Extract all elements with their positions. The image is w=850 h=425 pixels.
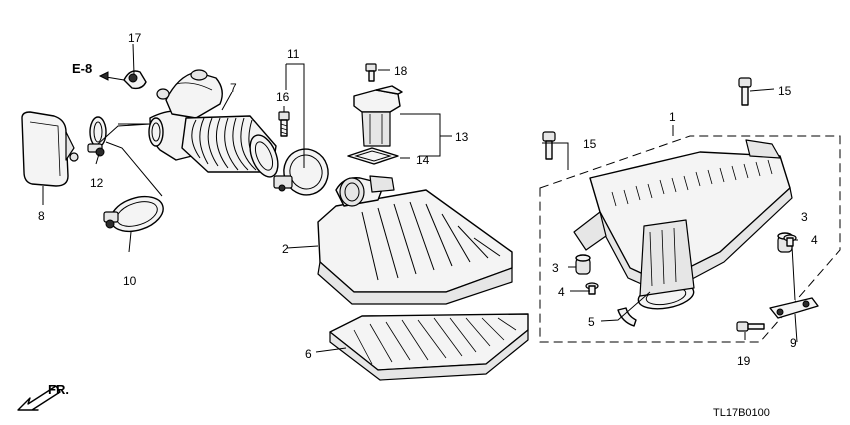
callout-18: 18 bbox=[394, 64, 408, 78]
part-1-lower-housing bbox=[573, 139, 793, 310]
callout-11: 11 bbox=[287, 47, 300, 61]
callout-10: 10 bbox=[123, 274, 137, 288]
direction-label: FR. bbox=[48, 382, 69, 397]
part-2-upper-housing bbox=[317, 175, 513, 305]
callout-4-right: 4 bbox=[811, 233, 818, 247]
callout-14: 14 bbox=[416, 153, 430, 167]
callout-12: 12 bbox=[90, 176, 104, 190]
part-4-pin-left bbox=[585, 282, 599, 295]
callout-15-right: 15 bbox=[778, 84, 792, 98]
callout-1: 1 bbox=[669, 110, 676, 124]
callout-3-right: 3 bbox=[801, 210, 808, 224]
callout-17: 17 bbox=[128, 31, 142, 45]
callout-3-left: 3 bbox=[552, 261, 559, 275]
callout-6: 6 bbox=[305, 347, 312, 361]
part-18-screw bbox=[365, 63, 377, 82]
front-direction-arrow bbox=[17, 385, 61, 411]
callout-7: 7 bbox=[230, 81, 237, 95]
part-13-sensor bbox=[353, 85, 403, 147]
part-14-gasket bbox=[347, 147, 399, 165]
part-7-intake-tube bbox=[148, 69, 279, 178]
part-9-bracket bbox=[769, 297, 819, 319]
reference-label: E-8 bbox=[72, 61, 92, 76]
callout-8: 8 bbox=[38, 209, 45, 223]
part-19-bolt bbox=[736, 321, 765, 332]
diagram-code: TL17B0100 bbox=[713, 407, 770, 419]
part-12-clamp bbox=[87, 116, 107, 157]
callout-15-left: 15 bbox=[583, 137, 597, 151]
part-17-clip bbox=[98, 70, 147, 90]
callout-19: 19 bbox=[737, 354, 751, 368]
part-10-clamp bbox=[103, 195, 164, 233]
part-8-cover bbox=[21, 111, 79, 187]
callout-5: 5 bbox=[588, 315, 595, 329]
callout-2: 2 bbox=[282, 242, 289, 256]
callout-16: 16 bbox=[276, 90, 290, 104]
callout-13: 13 bbox=[455, 130, 469, 144]
assembly-frame bbox=[539, 135, 841, 343]
leader-lines bbox=[42, 43, 798, 353]
callout-9: 9 bbox=[790, 336, 797, 350]
part-16-bolt bbox=[278, 111, 290, 137]
part-4-pin-right bbox=[783, 234, 797, 247]
part-6-air-filter bbox=[329, 313, 529, 381]
part-15-bolt-right bbox=[738, 77, 752, 106]
part-3-grommet-left bbox=[575, 254, 591, 275]
part-11-clamp bbox=[273, 148, 329, 196]
callout-4-left: 4 bbox=[558, 285, 565, 299]
part-15-bolt-left bbox=[542, 131, 556, 160]
